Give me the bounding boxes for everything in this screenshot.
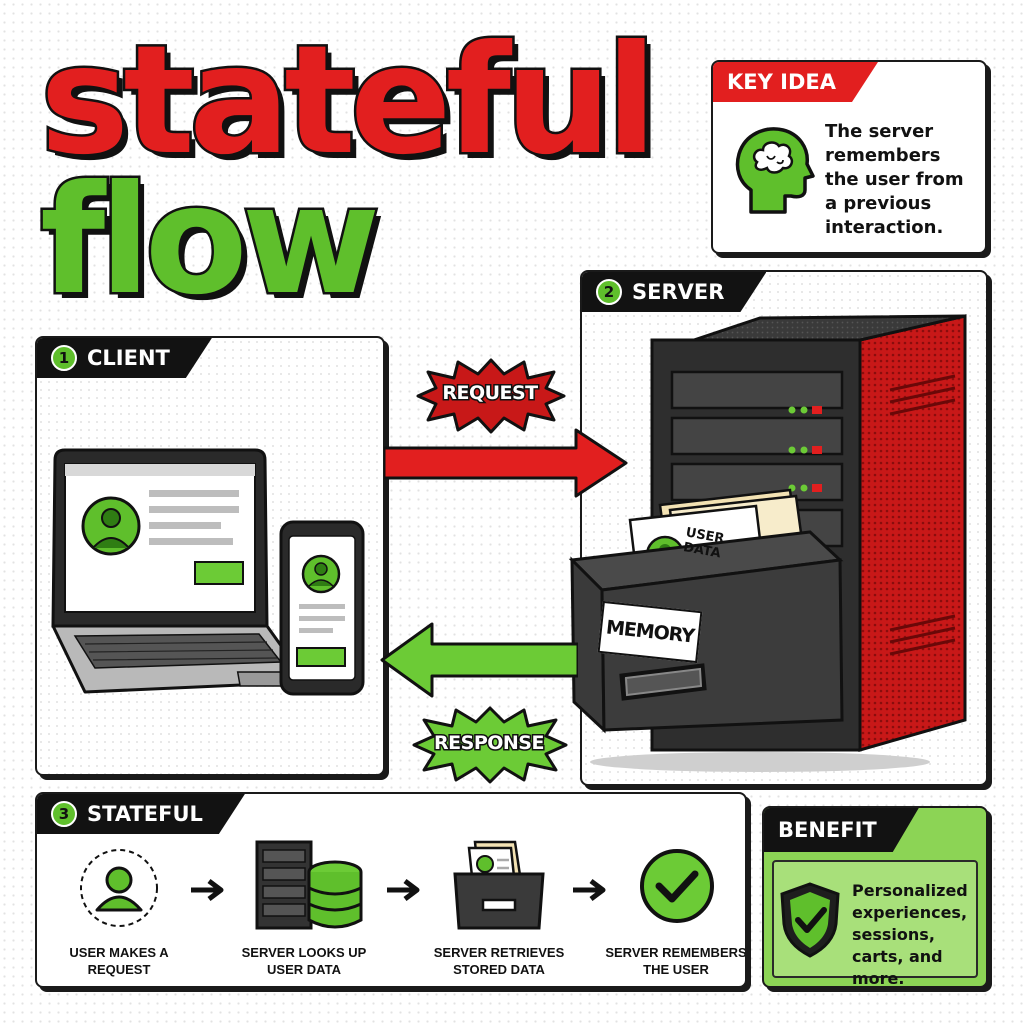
response-label: RESPONSE (433, 731, 546, 756)
client-step-number: 1 (51, 345, 77, 371)
server-label: SERVER (632, 280, 725, 304)
request-burst (416, 358, 566, 434)
step-2-label: SERVER LOOKS UP USER DATA (241, 945, 367, 977)
request-arrow (384, 428, 628, 498)
stateful-panel: 3 STATEFUL USER MAKES A REQUEST SERVER L… (35, 792, 747, 988)
key-idea-text: The server remembers the user from a pre… (825, 121, 964, 238)
memory-drawer-icon (568, 530, 844, 734)
key-idea-label: KEY IDEA (727, 70, 836, 94)
shield-check-icon (780, 882, 840, 958)
response-burst (412, 706, 568, 784)
server-database-icon (255, 840, 363, 930)
client-label: CLIENT (87, 346, 170, 370)
benefit-panel: BENEFIT Personalized experiences, sessio… (762, 806, 988, 988)
request-label: REQUEST (441, 381, 540, 406)
stateful-label: STATEFUL (87, 802, 203, 826)
title-line-1: stateful (37, 14, 659, 188)
step-arrow-1 (191, 879, 224, 901)
server-tab: 2 SERVER (582, 272, 766, 312)
server-step-number: 2 (596, 279, 622, 305)
title-line-2: flow (37, 154, 382, 328)
benefit-text: Personalized experiences, sessions, cart… (852, 881, 968, 988)
step-1-label: USER MAKES A REQUEST (69, 945, 169, 977)
brain-head-icon (735, 127, 815, 214)
key-idea-panel: KEY IDEA The server remembers the user f… (711, 60, 987, 254)
step-4-label: SERVER REMEMBERS THE USER (605, 945, 747, 977)
smartphone-icon (279, 520, 365, 696)
file-drawer-icon (453, 840, 545, 930)
benefit-label: BENEFIT (778, 818, 877, 842)
response-arrow (380, 622, 578, 698)
step-arrow-2 (387, 879, 420, 901)
key-idea-tab: KEY IDEA (713, 62, 878, 102)
server-illustration (568, 314, 967, 772)
stateful-tab: 3 STATEFUL (37, 794, 245, 834)
user-icon (80, 849, 158, 927)
client-tab: 1 CLIENT (37, 338, 212, 378)
benefit-tab: BENEFIT (764, 808, 919, 852)
checkmark-icon (640, 849, 714, 923)
step-arrow-3 (573, 879, 606, 901)
step-3-label: SERVER RETRIEVES STORED DATA (433, 945, 565, 977)
client-devices-illustration (51, 448, 365, 696)
stateful-step-number: 3 (51, 801, 77, 827)
memory-label: MEMORY (597, 600, 703, 664)
client-panel: 1 CLIENT (35, 336, 385, 776)
laptop-icon (51, 448, 309, 694)
